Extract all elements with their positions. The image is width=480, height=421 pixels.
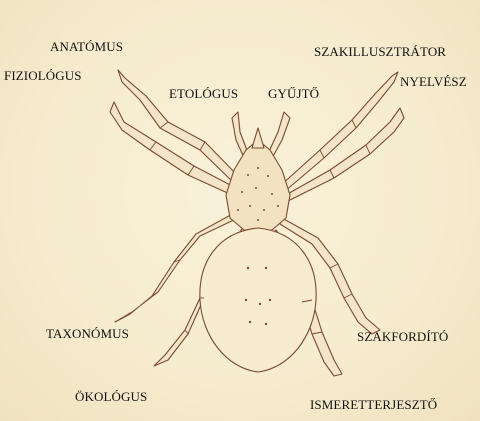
leg-second-right [284,108,404,202]
label-anatomus: ANATÓMUS [50,40,123,53]
abdomen [200,228,316,372]
label-gyujto: GYŰJTŐ [268,87,319,100]
label-taxonomus: TAXONÓMUS [46,327,129,340]
label-etologus: ETOLÓGUS [169,87,238,100]
chelicerae [252,128,264,148]
leg-second-left [110,102,236,195]
label-szakillusztrator: SZAKILLUSZTRÁTOR [314,45,446,58]
label-ismeretterjeszto: ISMERETTERJESZTŐ [310,398,437,411]
label-fiziologus: FIZIOLÓGUS [4,69,82,82]
label-okologus: ÖKOLÓGUS [75,390,147,403]
label-szakfordito: SZAKFORDÍTÓ [357,330,448,343]
label-nyelvesz: NYELVÉSZ [400,75,467,88]
